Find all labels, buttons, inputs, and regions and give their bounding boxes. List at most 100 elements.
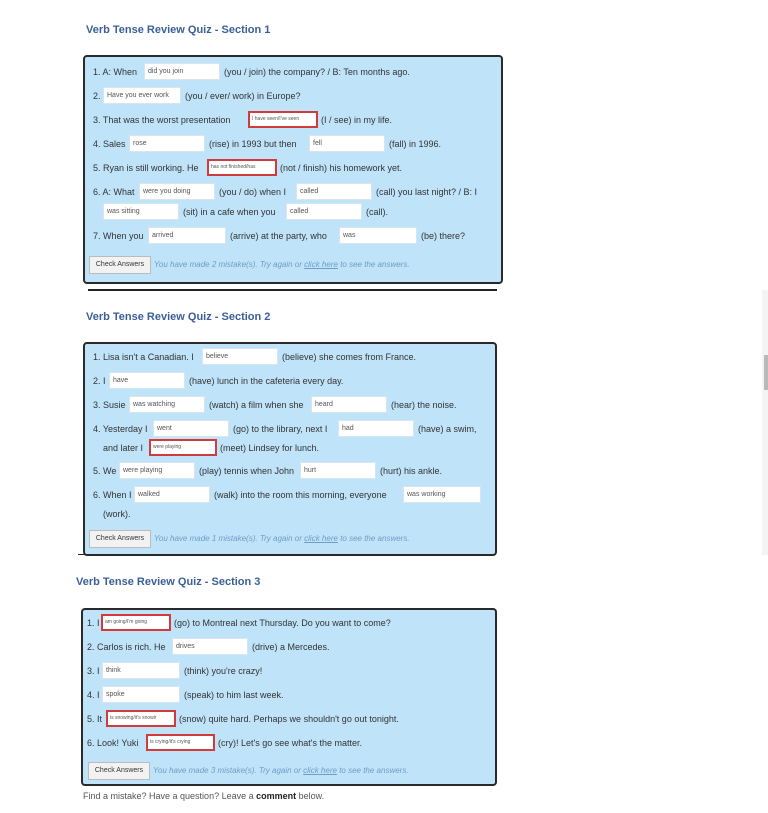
question-text: 2. I [93, 376, 106, 386]
question-1: 1. Lisa isn't a Canadian. I believe (bel… [85, 347, 495, 367]
question-6: 6. Look! Yuki is crying/it's crying (cry… [83, 733, 495, 753]
answer-input[interactable]: rose [129, 135, 205, 152]
answer-input[interactable]: believe [202, 348, 278, 365]
question-text: (arrive) at the party, who [230, 231, 327, 241]
answer-input[interactable]: had [338, 420, 414, 437]
scrollbar-track[interactable] [762, 290, 768, 555]
section1-title: Verb Tense Review Quiz - Section 1 [86, 24, 271, 36]
question-2: 2. Have you ever work (you / ever/ work)… [85, 86, 501, 106]
question-text: (be) there? [421, 231, 466, 241]
question-text: 6. Look! Yuki [87, 738, 139, 748]
check-answers-button[interactable]: Check Answers [88, 762, 150, 780]
answer-input[interactable]: spoke [102, 686, 180, 703]
question-text: (speak) to him last week. [184, 690, 284, 700]
answer-input[interactable]: was sitting [103, 203, 179, 220]
question-text: (watch) a film when she [209, 400, 304, 410]
answer-input[interactable]: called [296, 183, 372, 200]
answer-input[interactable]: called [286, 203, 362, 220]
question-text: (hear) the noise. [391, 400, 457, 410]
question-text: 5. We [93, 466, 117, 476]
answer-input[interactable]: did you join [144, 63, 220, 80]
answer-input[interactable]: heard [311, 396, 387, 413]
question-text: (walk) into the room this morning, every… [214, 490, 387, 500]
section3-title: Verb Tense Review Quiz - Section 3 [76, 576, 261, 588]
answer-input[interactable]: walked [134, 486, 210, 503]
show-answers-link[interactable]: click here [303, 766, 337, 775]
comment-link[interactable]: comment [256, 791, 297, 801]
question-6: 6. When I walked (walk) into the room th… [85, 485, 495, 505]
question-text: (snow) quite hard. Perhaps we shouldn't … [179, 714, 399, 724]
question-3: 3. Susie was watching (watch) a film whe… [85, 395, 495, 415]
question-4: 4. Yesterday I went (go) to the library,… [85, 419, 495, 439]
feedback-message: You have made 1 mistake(s). Try again or… [154, 530, 410, 548]
question-text: 1. Lisa isn't a Canadian. I [93, 352, 194, 362]
answer-input-incorrect[interactable]: is crying/it's crying [146, 734, 215, 751]
question-text: and later I [103, 443, 144, 453]
answer-input[interactable]: Have you ever work [103, 87, 181, 104]
feedback-text: to see the answers. [340, 534, 410, 543]
check-answers-button[interactable]: Check Answers [89, 256, 151, 274]
question-2: 2. I have (have) lunch in the cafeteria … [85, 371, 495, 391]
feedback-message: You have made 2 mistake(s). Try again or… [154, 256, 410, 274]
question-text: (believe) she comes from France. [282, 352, 417, 362]
answer-input-incorrect[interactable]: were playing [149, 439, 217, 456]
check-answers-button[interactable]: Check Answers [89, 530, 151, 548]
feedback-text: You have made 2 mistake(s). Try again or [154, 260, 302, 269]
question-6-continued: was sitting (sit) in a cafe when you cal… [85, 202, 501, 222]
question-4: 4. Sales rose (rise) in 1993 but then fe… [85, 134, 501, 154]
question-text: (work). [103, 509, 131, 519]
question-text: 1. I [87, 618, 100, 628]
feedback-text: You have made 1 mistake(s). Try again or [154, 534, 302, 543]
footer-text: below. [298, 791, 325, 801]
question-text: (go) to Montreal next Thursday. Do you w… [174, 618, 391, 628]
question-text: 2. Carlos is rich. He [87, 642, 166, 652]
question-6: 6. A: What were you doing (you / do) whe… [85, 182, 501, 202]
answer-input-incorrect[interactable]: has not finished/has [207, 159, 277, 176]
question-text: 6. A: What [93, 187, 135, 197]
question-text: (think) you're crazy! [184, 666, 263, 676]
question-text: (I / see) in my life. [321, 115, 393, 125]
question-text: (call). [366, 207, 388, 217]
answer-input[interactable]: hurt [300, 462, 376, 479]
question-text: 4. Yesterday I [93, 424, 148, 434]
answer-input[interactable]: arrived [148, 227, 226, 244]
answer-input[interactable]: think [102, 662, 180, 679]
question-text: (drive) a Mercedes. [252, 642, 330, 652]
question-text: (go) to the library, next I [233, 424, 328, 434]
answer-input[interactable]: have [109, 372, 185, 389]
answer-input-incorrect[interactable]: am going/I'm going [101, 614, 171, 631]
question-4-continued: and later I were playing (meet) Lindsey … [85, 438, 495, 458]
question-text: (cry)! Let's go see what's the matter. [218, 738, 362, 748]
answer-input[interactable]: fell [309, 135, 385, 152]
question-text: 3. I [87, 666, 100, 676]
show-answers-link[interactable]: click here [304, 534, 338, 543]
question-text: 2. [93, 91, 101, 101]
answer-input[interactable]: were you doing [139, 183, 215, 200]
question-text: (have) a swim, [418, 424, 477, 434]
question-text: (you / join) the company? / B: Ten month… [224, 67, 410, 77]
question-text: 4. Sales [93, 139, 126, 149]
question-5: 5. We were playing (play) tennis when Jo… [85, 461, 495, 481]
question-text: 3. That was the worst presentation [93, 115, 231, 125]
show-answers-link[interactable]: click here [304, 260, 338, 269]
question-text: (hurt) his ankle. [380, 466, 443, 476]
quiz-section2: 1. Lisa isn't a Canadian. I believe (bel… [83, 342, 497, 556]
answer-input[interactable]: drives [172, 638, 248, 655]
answer-input[interactable]: were playing [119, 462, 195, 479]
answer-input-incorrect[interactable]: I have seen/I've seen [248, 111, 318, 128]
answer-input-incorrect[interactable]: is snowing/it's snowir [106, 710, 176, 727]
answer-input[interactable]: went [153, 420, 229, 437]
quiz-section3: 1. I am going/I'm going (go) to Montreal… [81, 608, 497, 786]
scrollbar-thumb[interactable] [764, 355, 768, 390]
question-4: 4. I spoke (speak) to him last week. [83, 685, 495, 705]
question-7: 7. When you arrived (arrive) at the part… [85, 226, 501, 246]
question-text: (not / finish) his homework yet. [280, 163, 403, 173]
section2-title: Verb Tense Review Quiz - Section 2 [86, 311, 271, 323]
answer-input[interactable]: was [339, 227, 417, 244]
feedback-text: You have made 3 mistake(s). Try again or [153, 766, 301, 775]
question-5: 5. Ryan is still working. He has not fin… [85, 158, 501, 178]
answer-input[interactable]: was working [403, 486, 481, 503]
answer-input[interactable]: was watching [129, 396, 205, 413]
footer-text: Find a mistake? Have a question? Leave a [83, 791, 254, 801]
question-3: 3. I think (think) you're crazy! [83, 661, 495, 681]
